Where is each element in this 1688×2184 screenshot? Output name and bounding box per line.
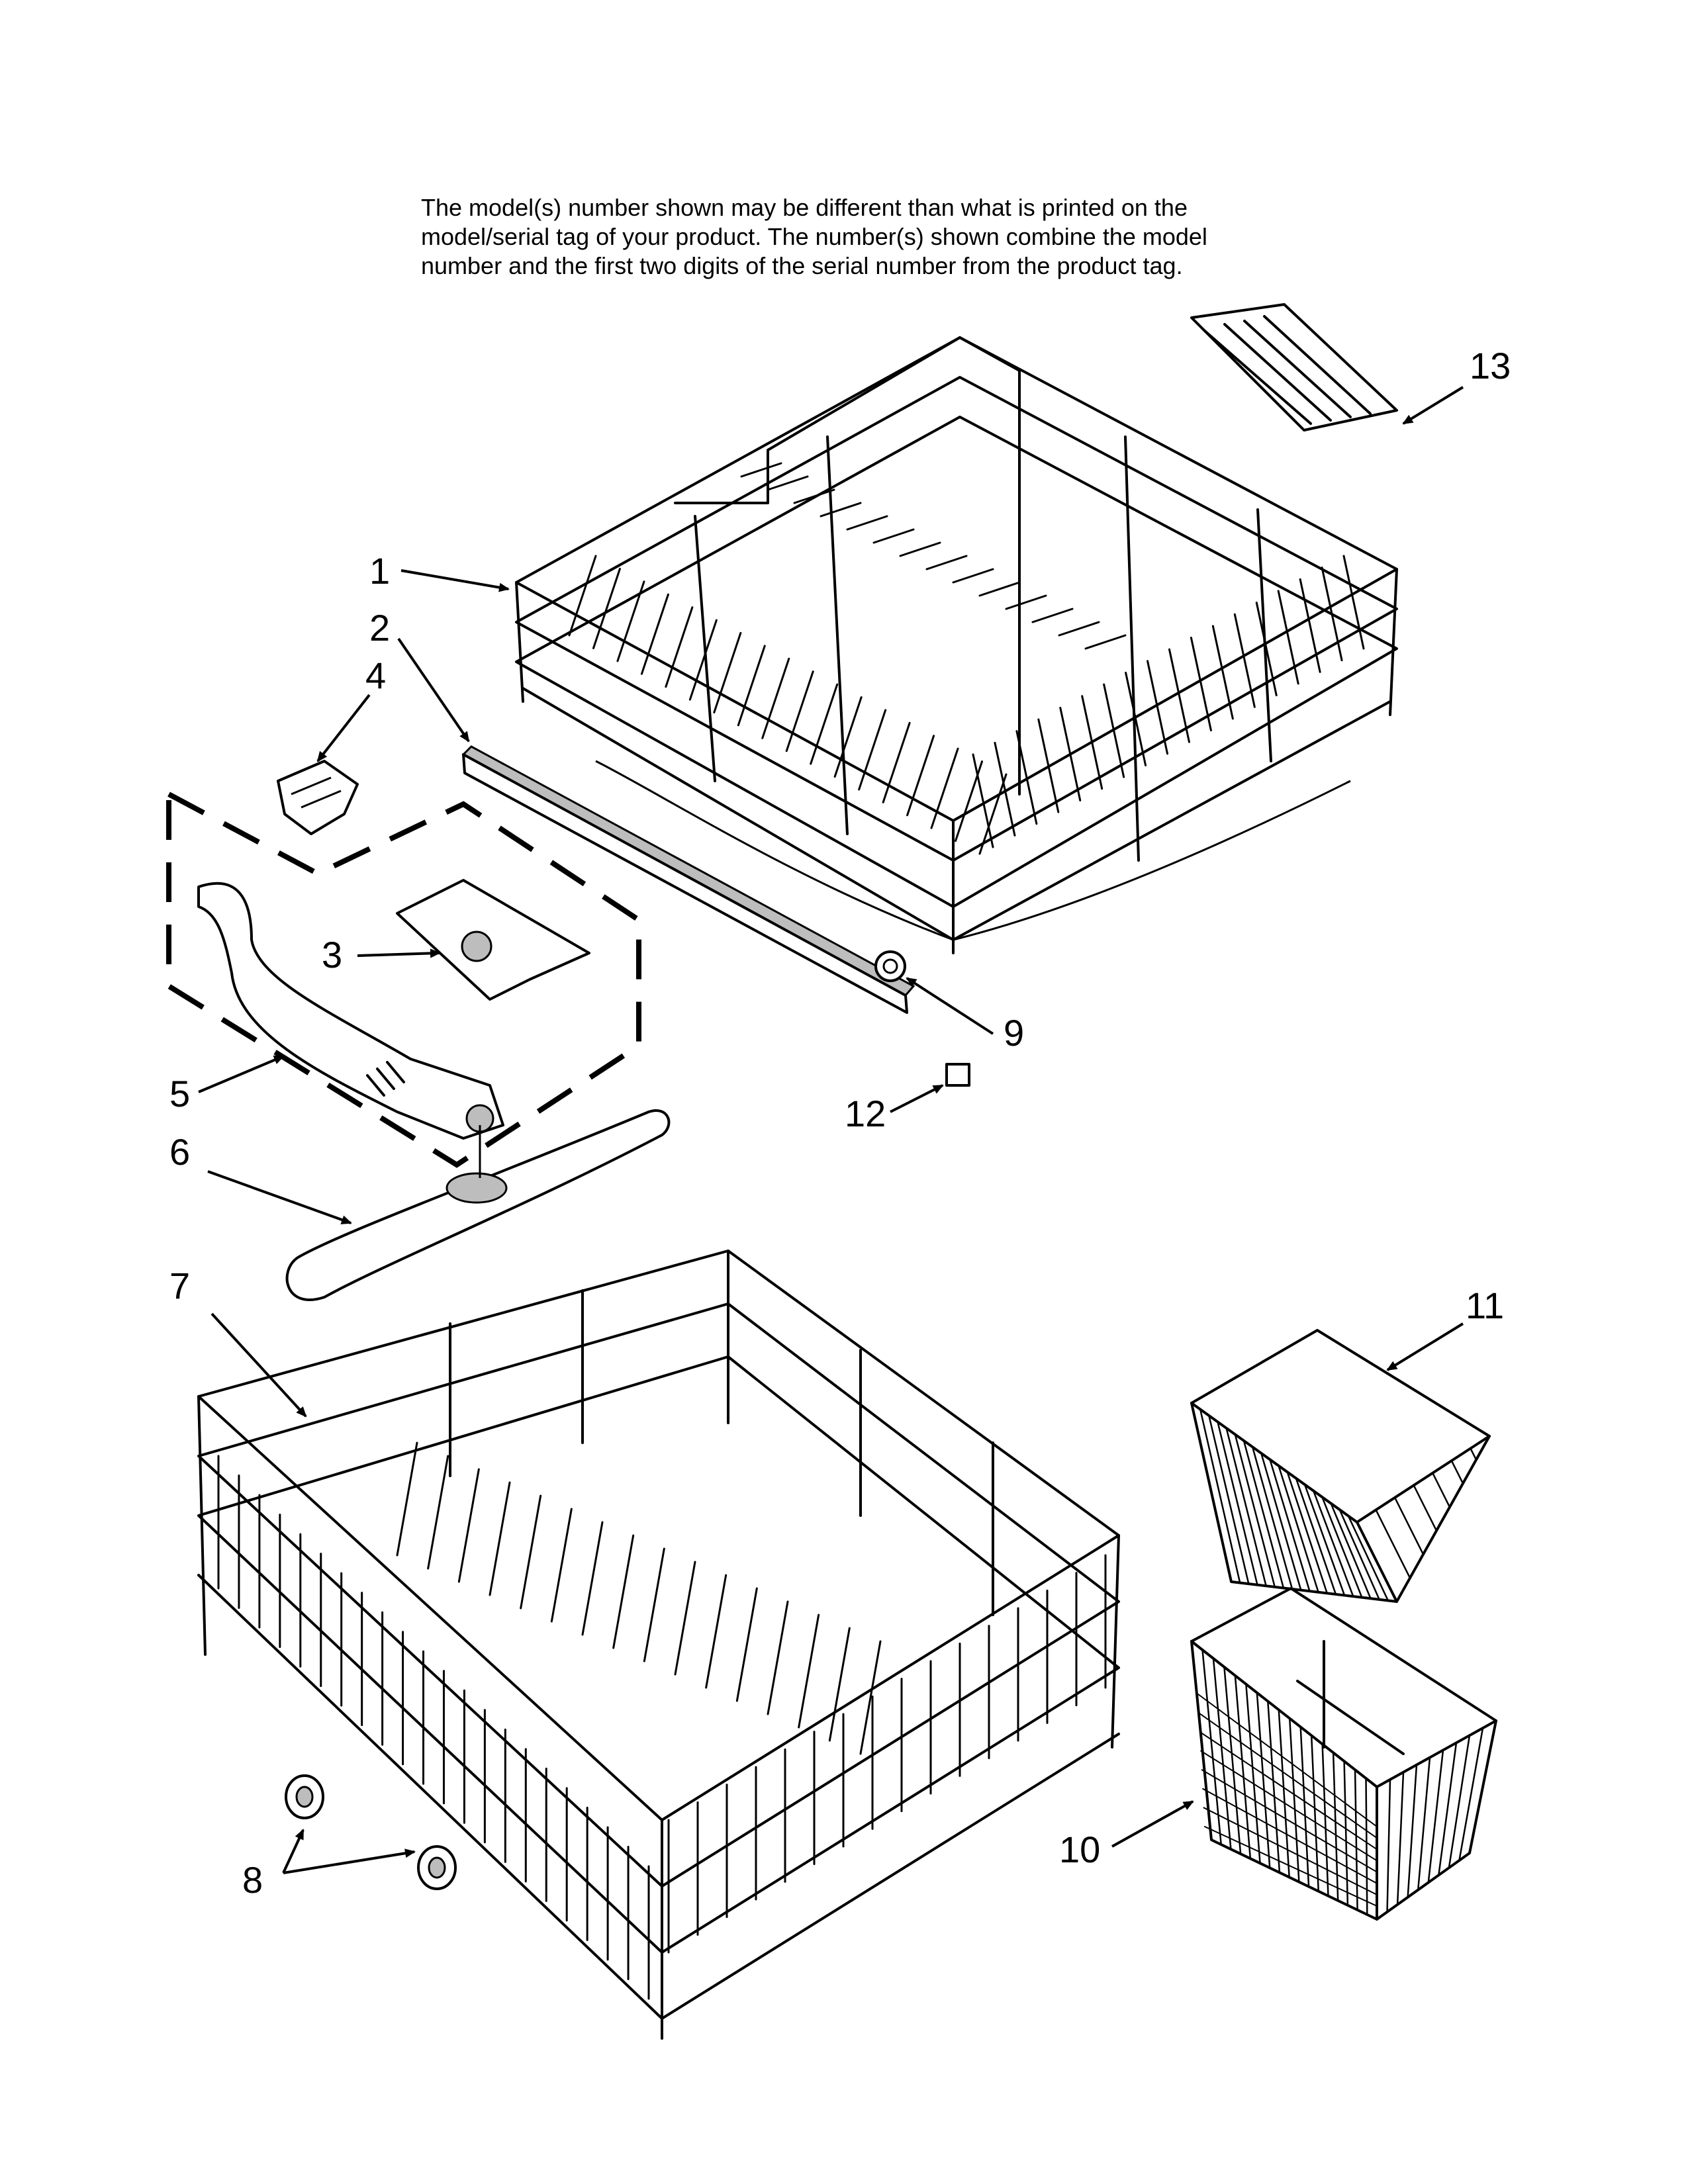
lower-dishrack	[197, 1250, 1120, 2040]
callout-1: 1	[369, 550, 390, 592]
callout-numbers: 1 2 4 3 5 6 7 8 9 12 10 11 13	[169, 345, 1511, 1901]
callout-5: 5	[169, 1073, 190, 1115]
small-basket-wires	[1190, 1402, 1491, 1603]
wheel-right	[417, 1845, 457, 1890]
fold-down-tine-row	[1190, 303, 1398, 432]
spray-arm-manifold	[396, 879, 590, 1001]
callout-6: 6	[169, 1131, 190, 1173]
callout-13: 13	[1470, 345, 1511, 387]
leader-lines	[198, 386, 1464, 1874]
lower-rack-tines	[217, 1441, 1107, 2000]
callout-12: 12	[845, 1093, 886, 1134]
model-number-note: The model(s) number shown may be differe…	[421, 193, 1321, 281]
rack-wheel	[874, 950, 906, 982]
callout-8: 8	[242, 1859, 263, 1901]
wheel-left	[285, 1774, 324, 1819]
callout-4: 4	[365, 655, 386, 696]
feed-tube	[197, 882, 504, 1140]
callout-3: 3	[322, 934, 342, 976]
note-line-1: The model(s) number shown may be differe…	[421, 194, 1188, 221]
rail-stop	[945, 1063, 970, 1087]
lower-rack-wheels	[285, 1774, 457, 1890]
upper-rack-tines	[568, 462, 1365, 855]
callout-11: 11	[1466, 1285, 1504, 1326]
callout-10: 10	[1059, 1829, 1100, 1870]
callout-7: 7	[169, 1265, 190, 1306]
upper-dishrack	[515, 336, 1398, 954]
spray-arm-assembly-boundary	[166, 790, 641, 1168]
callout-9: 9	[1004, 1012, 1024, 1054]
note-line-3: number and the first two digits of the s…	[421, 252, 1183, 279]
lower-spray-arm	[285, 1109, 671, 1301]
callout-2: 2	[369, 607, 390, 649]
note-line-2: model/serial tag of your product. The nu…	[421, 223, 1207, 250]
silverware-basket-wires	[1190, 1640, 1497, 1921]
silverware-basket	[1190, 1587, 1497, 1921]
rack-clip	[277, 760, 359, 835]
